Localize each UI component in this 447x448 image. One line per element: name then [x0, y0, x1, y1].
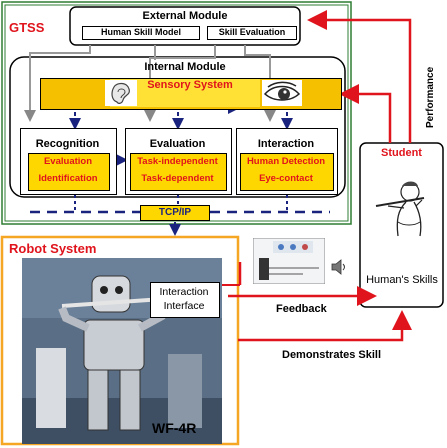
- evaluation-title: Evaluation: [149, 138, 206, 150]
- internal-module-title: Internal Module: [144, 61, 226, 73]
- gtss-label: GTSS: [9, 20, 45, 35]
- gtss-border-inner: [4, 4, 349, 222]
- student-flutist-sketch: [375, 181, 425, 237]
- demonstrates-arrow: [238, 310, 412, 342]
- external-module-title: External Module: [142, 10, 228, 22]
- robot-system-title: Robot System: [9, 241, 97, 256]
- skill-evaluation-box: Skill Evaluation: [207, 26, 297, 40]
- interaction-title: Interaction: [257, 138, 315, 150]
- ear-icon: [105, 80, 137, 106]
- interaction-item-eye-contact: Eye-contact: [259, 173, 313, 184]
- tcpip-label: TCP/IP: [140, 205, 210, 221]
- interaction-items: [240, 153, 334, 191]
- feedback-label: Feedback: [276, 303, 327, 315]
- evaluation-item-task-dependent: Task-dependent: [141, 173, 214, 184]
- eye-icon: [262, 80, 302, 106]
- display-screen-image: [253, 238, 325, 284]
- interaction-interface-label: Interaction Interface: [159, 286, 209, 312]
- evaluation-item-task-independent: Task-independent: [137, 156, 218, 167]
- student-skills-label: Human's Skills: [366, 274, 438, 286]
- robot-name: WF-4R: [152, 420, 197, 436]
- recognition-title: Recognition: [35, 138, 100, 150]
- recognition-item-identification: Identification: [38, 173, 98, 184]
- evaluation-items: [130, 153, 227, 191]
- human-skill-model-box: Human Skill Model: [82, 26, 200, 40]
- sensory-arrow: [339, 84, 392, 143]
- demonstrates-skill-label: Demonstrates Skill: [282, 349, 382, 361]
- gray-line-1: [24, 45, 91, 122]
- recognition-items: [28, 153, 110, 191]
- sensory-system-label: Sensory System: [147, 79, 233, 91]
- recognition-item-evaluation: Evaluation: [43, 156, 93, 167]
- interaction-item-human-detection: Human Detection: [246, 156, 326, 167]
- student-box: [359, 142, 444, 308]
- student-title: Student: [381, 147, 422, 159]
- performance-arrow: [307, 10, 412, 143]
- interaction-interface-box: [150, 282, 220, 318]
- speaker-icon: [331, 259, 345, 275]
- performance-label: Performance: [425, 66, 436, 128]
